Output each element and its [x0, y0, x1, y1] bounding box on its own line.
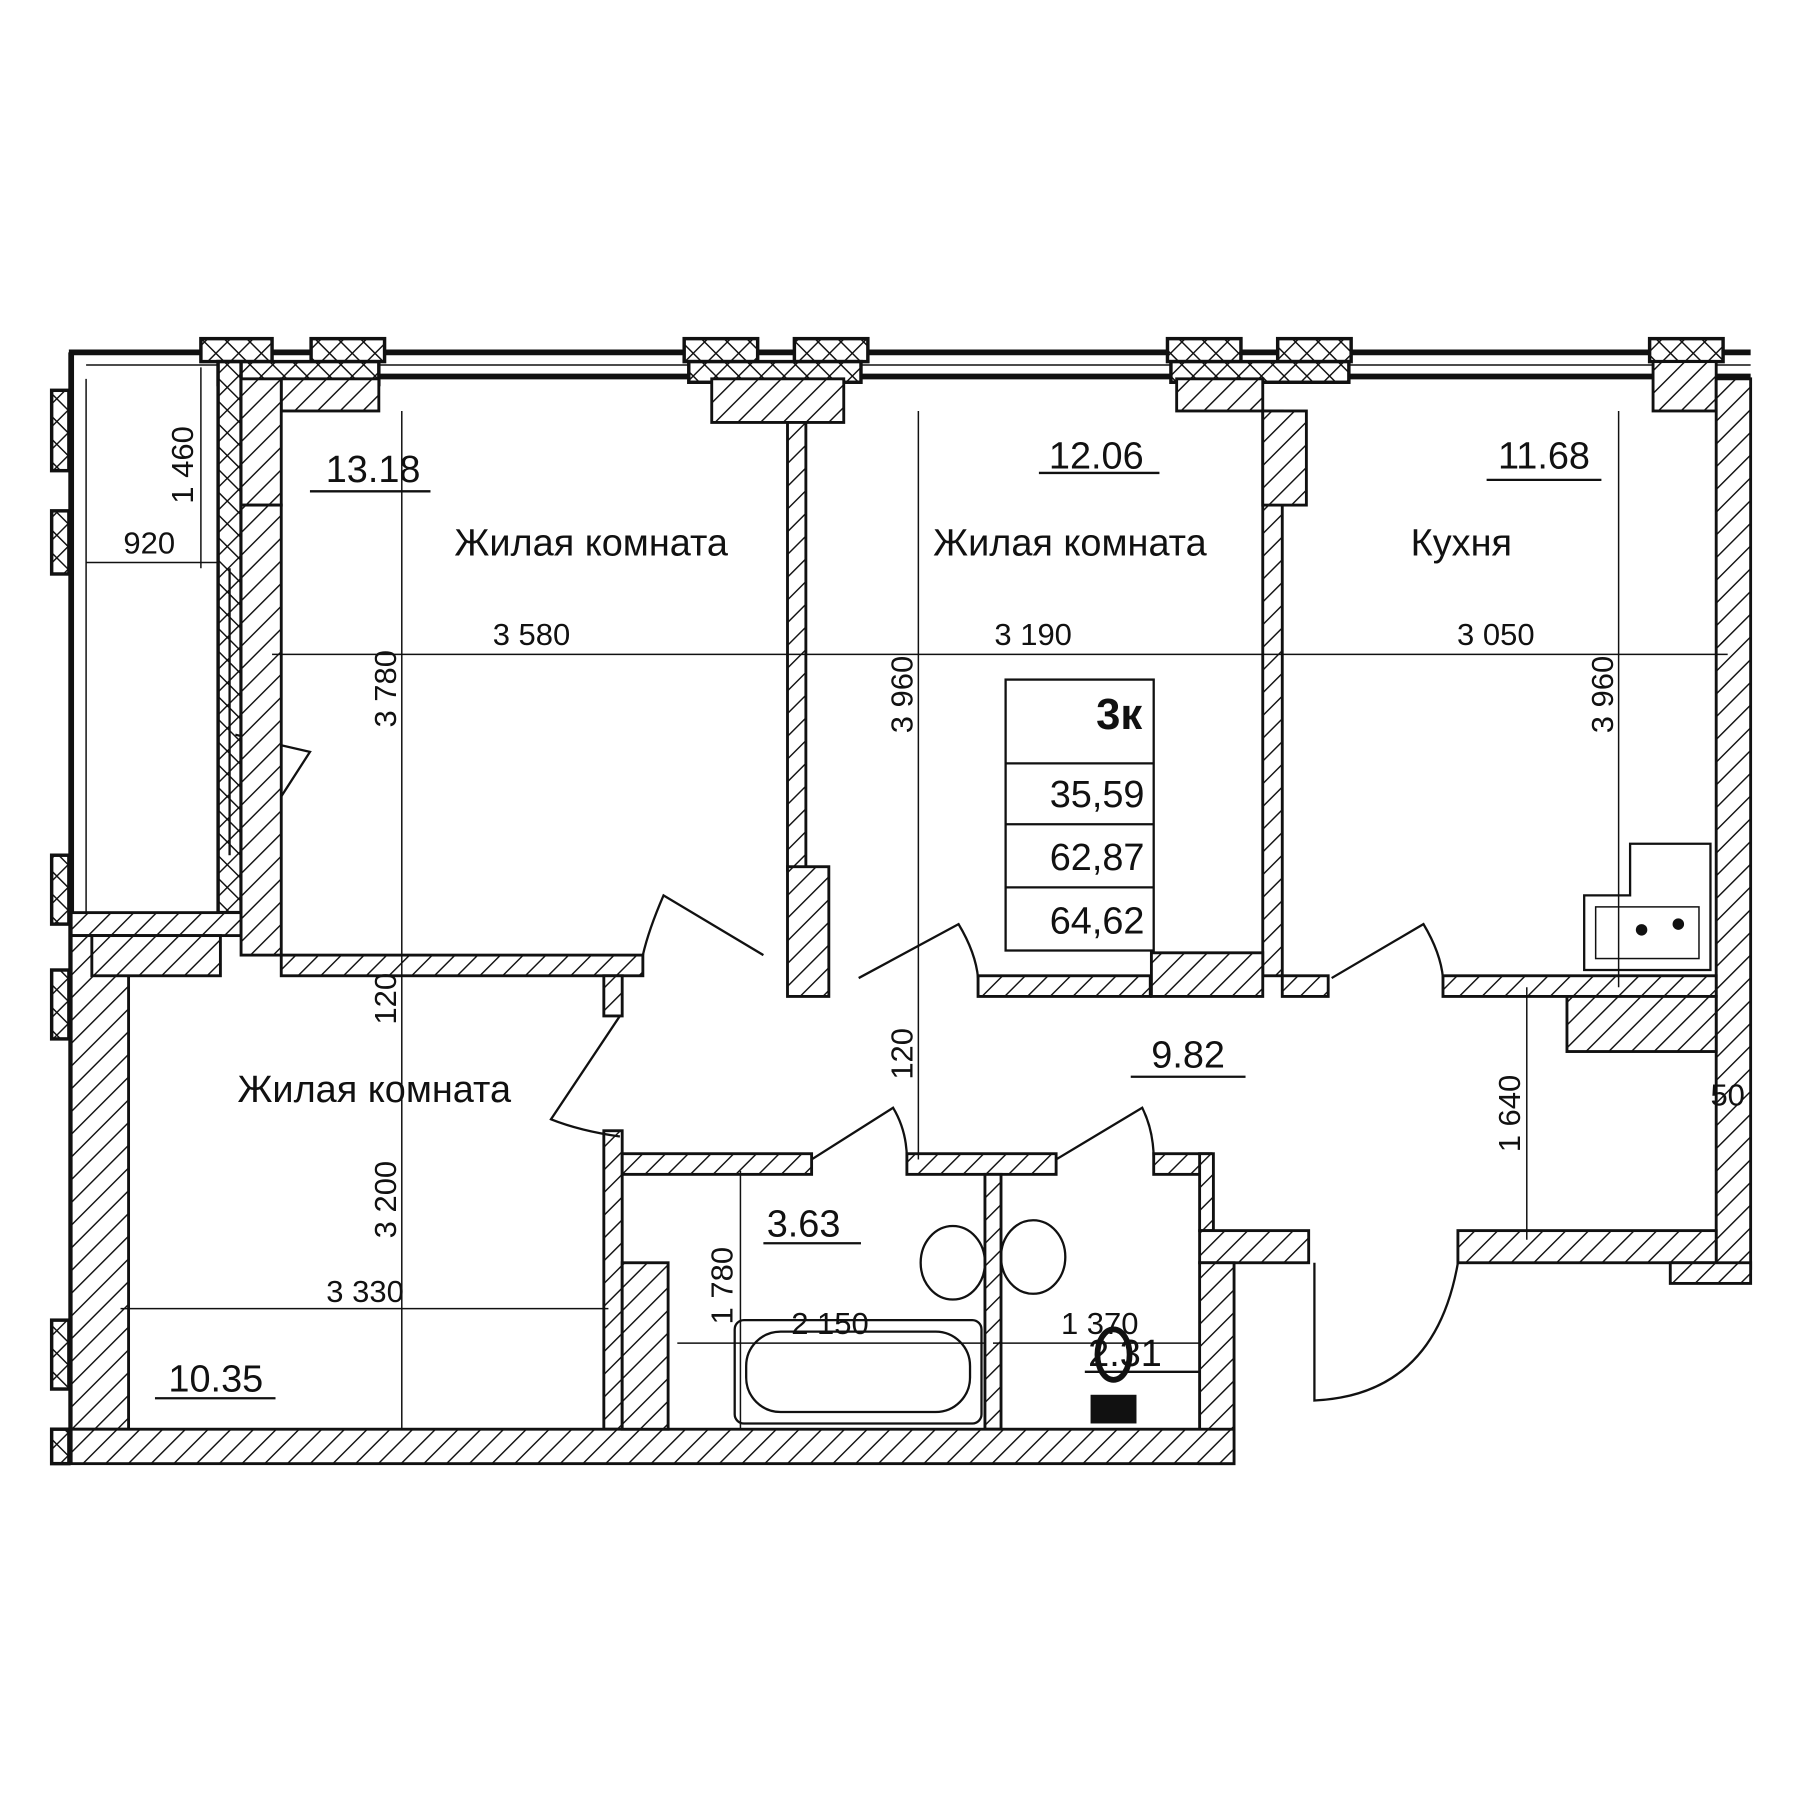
room-name: Жилая комната	[237, 1069, 511, 1111]
room-name: Жилая комната	[933, 523, 1207, 565]
dim-text: 3 190	[994, 617, 1072, 652]
room-name: Кухня	[1411, 523, 1512, 565]
total-area-with-balcony: 64,62	[1050, 900, 1145, 942]
dim-text: 920	[123, 525, 175, 560]
exterior-top-wall	[68, 336, 1751, 424]
dim-text: 1 780	[704, 1247, 739, 1325]
corridor-area: 9.82	[1151, 1035, 1225, 1077]
dim-text: 50	[1710, 1077, 1744, 1112]
toilet-room-sink	[999, 1219, 1067, 1295]
dim-text: 3 960	[1585, 656, 1620, 734]
toilet	[1090, 1326, 1137, 1424]
interior-walls	[69, 409, 1753, 1466]
area-labels: 13.18 12.06 11.68 10.35 9.82 3.63 2.31	[154, 435, 1602, 1400]
doors	[549, 893, 1460, 1402]
room-name: Жилая комната	[454, 523, 728, 565]
bathtub	[733, 1319, 983, 1425]
bathroom-sink	[919, 1224, 987, 1301]
balcony	[49, 352, 312, 1466]
dim-text: 3 200	[368, 1161, 403, 1239]
dim-text: 1 370	[1061, 1306, 1139, 1341]
room-area: 11.68	[1498, 435, 1590, 477]
room-area: 12.06	[1049, 435, 1144, 477]
dim-text: 1 460	[165, 426, 200, 504]
dim-text: 2 150	[791, 1306, 869, 1341]
room-area: 10.35	[168, 1358, 263, 1400]
dimension-lines	[86, 367, 1728, 1430]
exterior-right-wall	[1714, 377, 1753, 1270]
apartment-summary-box: 3к 35,59 62,87 64,62	[1004, 678, 1155, 952]
living-area: 35,59	[1050, 774, 1145, 816]
kitchen-sink	[1583, 842, 1712, 972]
dimension-labels: 3 580 3 190 3 050 3 780 3 960 3 960 120 …	[123, 426, 1745, 1341]
apartment-type: 3к	[1096, 691, 1142, 739]
dim-text: 120	[368, 973, 403, 1025]
dim-text: 3 960	[885, 656, 920, 734]
dim-text: 3 330	[326, 1274, 404, 1309]
dim-text: 1 640	[1492, 1075, 1527, 1153]
total-area: 62,87	[1050, 837, 1145, 879]
room-area: 13.18	[326, 449, 421, 491]
toilet-area: 2.31	[1088, 1333, 1162, 1375]
dim-text: 3 780	[368, 650, 403, 728]
dim-text: 3 050	[1457, 617, 1535, 652]
dim-text: 3 580	[493, 617, 571, 652]
dim-text: 120	[885, 1028, 920, 1080]
bathroom-area: 3.63	[767, 1203, 841, 1245]
